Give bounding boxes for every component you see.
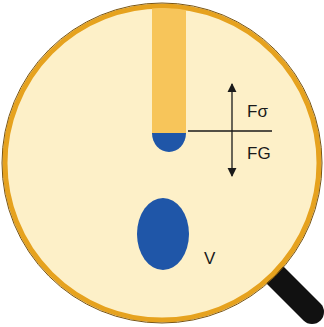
force-arrow-up bbox=[231, 84, 232, 131]
falling-drop bbox=[137, 198, 189, 270]
reference-line bbox=[188, 130, 272, 131]
force-label: FG bbox=[247, 145, 271, 162]
capillary-tube bbox=[152, 0, 186, 134]
hanging-drop bbox=[152, 133, 186, 152]
force-label: Fσ bbox=[247, 103, 268, 120]
volume-label: V bbox=[204, 250, 215, 267]
magnifier-handle bbox=[276, 276, 312, 312]
force-arrow-down bbox=[231, 131, 232, 176]
